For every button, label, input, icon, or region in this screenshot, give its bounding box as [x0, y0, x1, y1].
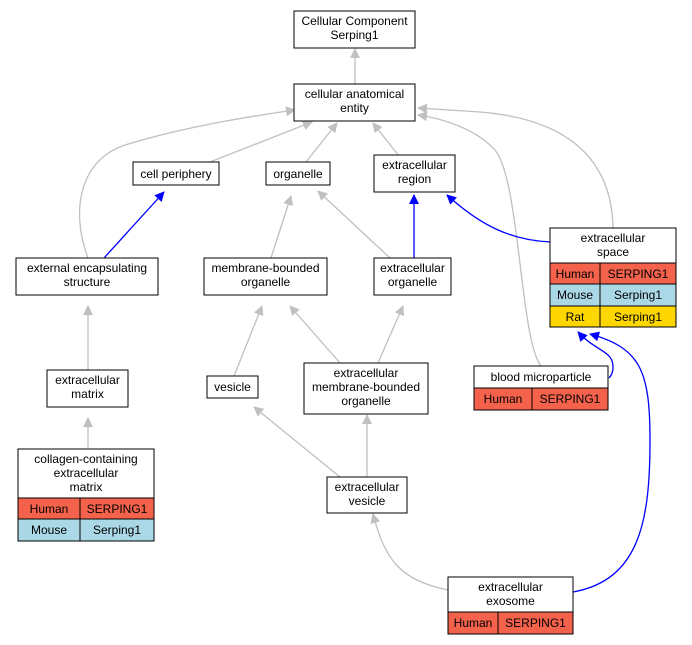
node-text: membrane-bounded — [312, 380, 420, 394]
gene-cell — [79, 518, 155, 542]
node-text: blood microparticle — [491, 370, 592, 384]
node-text: extracellular — [54, 466, 119, 480]
node-text: extracellular — [581, 231, 646, 245]
node-box — [46, 369, 129, 408]
node-text: extracellular — [335, 480, 400, 494]
gene-label: Serping1 — [614, 310, 662, 324]
node-external-encapsulating-structure[interactable]: external encapsulating structure — [15, 257, 159, 296]
edge-ext-organelle-to-organelle — [317, 190, 391, 259]
node-text: organelle — [388, 275, 438, 289]
node-collagen-containing-extracellular-matrix[interactable]: collagen-containing extracellular matrix… — [17, 448, 155, 542]
node-text: vesicle — [214, 380, 251, 394]
edge-ext-region-to-cae — [372, 122, 400, 157]
edge-organelle-to-cae — [305, 122, 338, 163]
edge-ees-to-cae — [78, 106, 296, 259]
gene-label: SERPING1 — [505, 616, 566, 630]
edge-ext-vesicle-to-vesicle — [253, 406, 341, 478]
node-text: vesicle — [349, 494, 386, 508]
node-box — [373, 154, 456, 193]
edge-cell-periphery-to-cae — [209, 120, 313, 163]
node-cell-periphery[interactable]: cell periphery — [132, 161, 220, 186]
gene-label: SERPING1 — [540, 392, 601, 406]
edge-embo-to-ext-organelle — [377, 305, 404, 364]
edge-embo-to-mbo — [289, 305, 341, 364]
species-label: Human — [454, 616, 493, 630]
edge-mbo-to-organelle — [269, 195, 293, 262]
node-membrane-bounded-organelle[interactable]: membrane-bounded organelle — [203, 257, 328, 296]
node-extracellular-space[interactable]: extracellular space Human SERPING1 Mouse… — [549, 227, 677, 328]
node-text: cellular anatomical — [305, 87, 404, 101]
species-label: Human — [30, 502, 69, 516]
edge-vesicle-to-mbo — [233, 305, 264, 377]
node-text: structure — [64, 275, 111, 289]
node-text: Serping1 — [330, 28, 378, 42]
edge-ees-to-cell-periphery — [103, 191, 165, 259]
node-box — [203, 257, 328, 296]
node-extracellular-matrix[interactable]: extracellular matrix — [46, 369, 129, 408]
gene-label: Serping1 — [614, 288, 662, 302]
node-box — [132, 161, 220, 186]
node-text: extracellular — [334, 366, 399, 380]
species-label: Human — [484, 392, 523, 406]
node-cellular-anatomical-entity[interactable]: cellular anatomical entity — [293, 83, 416, 122]
node-text: matrix — [71, 387, 104, 401]
node-text: organelle — [273, 167, 323, 181]
node-box — [303, 362, 429, 415]
gene-cell — [497, 611, 574, 635]
node-text: cell periphery — [140, 167, 211, 181]
node-text: membrane-bounded — [211, 261, 319, 275]
node-vesicle[interactable]: vesicle — [206, 375, 259, 399]
node-extracellular-vesicle[interactable]: extracellular vesicle — [326, 476, 408, 514]
node-text: extracellular — [382, 158, 447, 172]
node-text: exosome — [486, 594, 535, 608]
species-label: Mouse — [31, 523, 67, 537]
node-box — [15, 257, 159, 296]
gene-cell — [599, 305, 677, 328]
node-text: extracellular — [478, 580, 543, 594]
edge-blood-microparticle-to-ext-space — [577, 331, 614, 379]
node-box — [293, 10, 416, 49]
edge-blood-microparticle-to-cae — [417, 111, 542, 367]
edges — [78, 48, 651, 593]
node-text: region — [398, 172, 431, 186]
node-blood-microparticle[interactable]: blood microparticle Human SERPING1 — [473, 365, 609, 411]
species-label: Human — [556, 267, 595, 281]
node-extracellular-exosome[interactable]: extracellular exosome Human SERPING1 — [447, 576, 574, 635]
node-text: collagen-containing — [34, 452, 137, 466]
species-label: Mouse — [557, 288, 593, 302]
node-text: space — [597, 245, 629, 259]
node-box — [265, 161, 331, 186]
node-organelle[interactable]: organelle — [265, 161, 331, 186]
node-extracellular-membrane-bounded-organelle[interactable]: extracellular membrane-bounded organelle — [303, 362, 429, 415]
node-text: organelle — [241, 275, 291, 289]
edge-ext-space-to-cae — [417, 103, 614, 229]
node-text: external encapsulating — [27, 261, 147, 275]
node-text: extracellular — [55, 373, 120, 387]
edge-exosome-to-ext-vesicle — [370, 513, 449, 591]
edge-ext-space-to-ext-region — [446, 194, 551, 243]
nodes: Cellular Component Serping1 cellular ana… — [15, 10, 677, 635]
node-extracellular-region[interactable]: extracellular region — [373, 154, 456, 193]
node-box — [326, 476, 408, 514]
node-text: extracellular — [380, 261, 445, 275]
gene-label: SERPING1 — [87, 502, 148, 516]
gene-cell — [531, 387, 609, 411]
gene-label: SERPING1 — [608, 267, 669, 281]
node-text: matrix — [70, 480, 103, 494]
node-text: Cellular Component — [301, 14, 408, 28]
species-label: Rat — [566, 310, 585, 324]
node-text: organelle — [341, 394, 391, 408]
node-box — [293, 83, 416, 122]
gene-label: Serping1 — [93, 523, 141, 537]
edge-exosome-to-ext-space — [572, 331, 651, 593]
node-text: entity — [340, 101, 369, 115]
node-box — [373, 257, 452, 296]
node-box — [206, 375, 259, 399]
node-root[interactable]: Cellular Component Serping1 — [293, 10, 416, 49]
node-extracellular-organelle[interactable]: extracellular organelle — [373, 257, 452, 296]
